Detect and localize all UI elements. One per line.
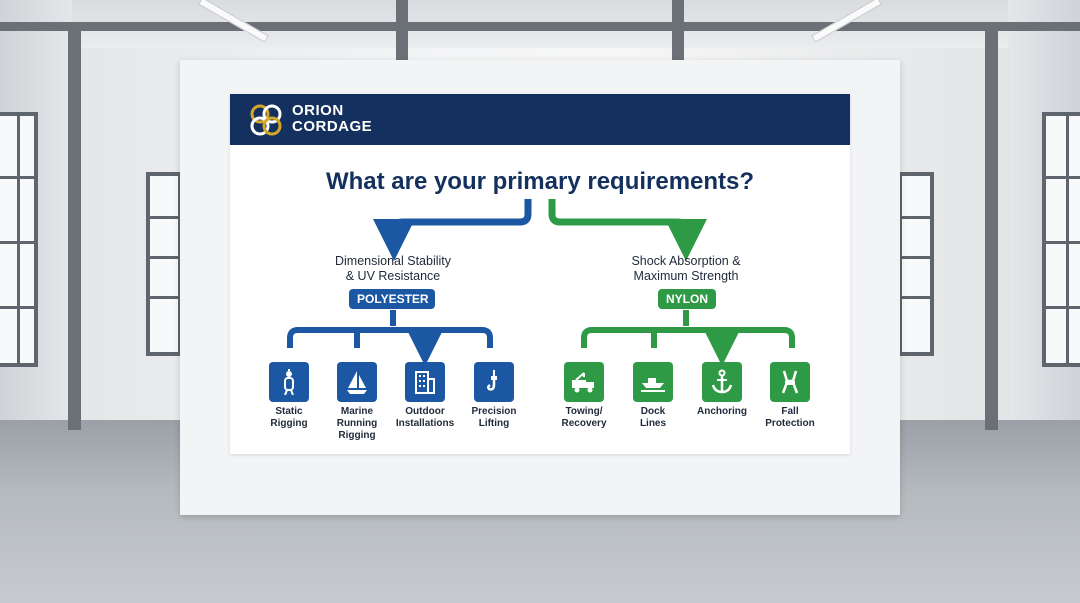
arrow-to-polyester-branch [373,199,532,261]
ceiling-post [396,0,408,60]
dock-boat-icon [633,362,673,402]
precision-lifting-label: Precision Lifting [471,406,517,429]
polyester-fan-arrows [287,310,493,348]
polyester-branch-title: Dimensional Stability & UV Resistance [303,254,483,284]
nylon-title-line-1: Shock Absorption & [631,254,741,268]
window-center-right [898,172,934,356]
polyester-title-line-2: & UV Resistance [345,269,441,283]
window-left [0,112,38,367]
tow-truck-icon [564,362,604,402]
brand-line-2: CORDAGE [292,118,373,135]
ceiling-beam [0,22,1080,31]
nylon-title-line-2: Maximum Strength [633,269,739,283]
outdoor-installations-label: Outdoor Installations [395,406,455,429]
towing-recovery-label: Towing/ Recovery [561,406,607,429]
brand-name: ORION CORDAGE [292,103,372,135]
column-right [985,30,998,430]
dock-lines-label: Dock Lines [639,406,667,429]
anchor-icon [702,362,742,402]
nylon-badge: NYLON [658,289,716,309]
marine-running-rigging-label: Marine Running Rigging [336,406,378,441]
brand-line-1: ORION [292,102,344,119]
rope-knot-logo-icon [250,104,282,136]
rigging-person-icon [269,362,309,402]
polyester-badge: POLYESTER [349,289,435,309]
sailboat-icon [337,362,377,402]
arrow-to-nylon-branch [548,199,707,261]
column-left [68,30,81,430]
fall-protection-label: Fall Protection [765,406,815,429]
harness-icon [770,362,810,402]
polyester-title-line-1: Dimensional Stability [334,254,452,268]
slide-header: ORION CORDAGE [230,94,850,145]
flow-arrows [287,199,795,454]
nylon-fan-arrows [581,310,795,348]
static-rigging-label: Static Rigging [270,406,308,429]
window-center-left [146,172,182,356]
ceiling-post [672,0,684,60]
crane-hook-icon [474,362,514,402]
window-right [1042,112,1080,367]
requirements-slide: ORION CORDAGE What are your primary requ… [230,94,850,454]
building-icon [405,362,445,402]
nylon-branch-title: Shock Absorption & Maximum Strength [596,254,776,284]
anchoring-label: Anchoring [697,406,747,417]
question-title: What are your primary requirements? [325,168,755,195]
